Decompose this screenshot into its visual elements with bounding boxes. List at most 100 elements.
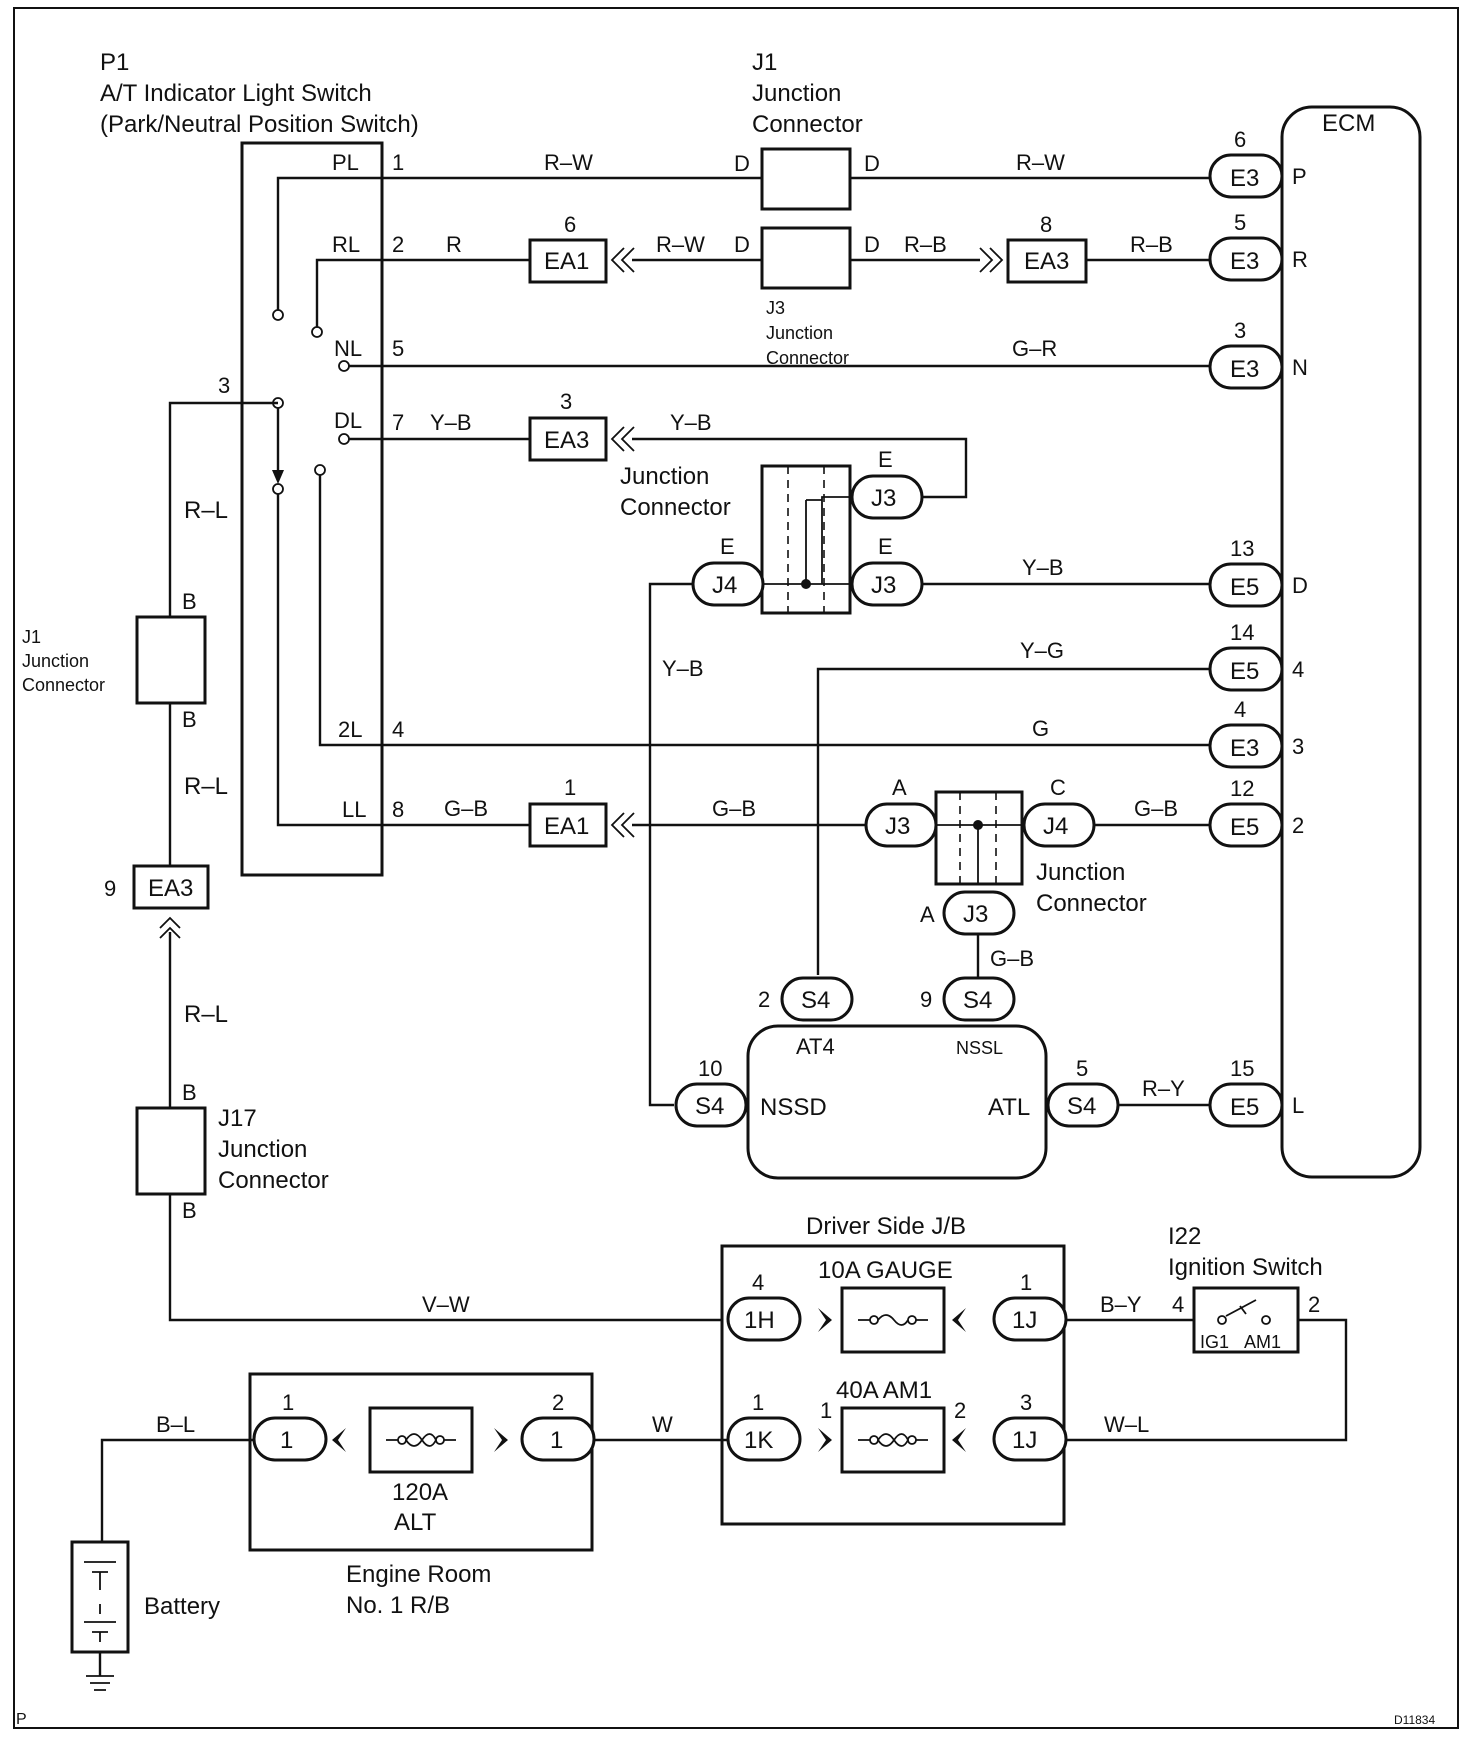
p1-pin-1: 1 [392, 150, 404, 175]
svg-text:1K: 1K [744, 1427, 773, 1454]
svg-text:G: G [1032, 716, 1049, 741]
svg-text:R–W: R–W [544, 150, 593, 175]
svg-text:2: 2 [758, 987, 770, 1012]
svg-text:W–L: W–L [1104, 1412, 1149, 1437]
svg-text:E3: E3 [1230, 735, 1259, 762]
p1-code: P1 [100, 49, 129, 76]
p1-pin-5: 5 [392, 336, 404, 361]
svg-text:EA3: EA3 [1024, 248, 1069, 275]
svg-text:Junction: Junction [620, 463, 709, 490]
svg-text:Junction: Junction [218, 1136, 307, 1163]
svg-text:Ignition Switch: Ignition Switch [1168, 1254, 1323, 1281]
p1-name: A/T Indicator Light Switch [100, 80, 372, 107]
p1-pin-ll: LL [342, 797, 366, 822]
svg-text:4: 4 [752, 1270, 764, 1295]
svg-text:N: N [1292, 355, 1308, 380]
svg-text:J3: J3 [871, 572, 896, 599]
svg-text:J3: J3 [766, 298, 785, 318]
ecm: ECM [1280, 105, 1422, 1179]
p1-pin-3: 3 [218, 373, 230, 398]
mid-junction-connector: Junction Connector J3 E J3 E J4 E [620, 447, 924, 615]
svg-text:NSSL: NSSL [956, 1038, 1003, 1058]
svg-text:J3: J3 [871, 485, 896, 512]
svg-text:E3: E3 [1230, 248, 1259, 275]
svg-text:L: L [1292, 1093, 1304, 1118]
svg-text:15: 15 [1230, 1056, 1254, 1081]
svg-text:V–W: V–W [422, 1292, 470, 1317]
svg-text:G–B: G–B [1134, 796, 1178, 821]
svg-text:D: D [864, 151, 880, 176]
svg-text:3: 3 [1020, 1390, 1032, 1415]
svg-text:R–L: R–L [184, 1001, 228, 1028]
svg-text:2: 2 [1292, 813, 1304, 838]
j1-top-junction: J1 Junction Connector D D D D J3 Junctio… [734, 49, 880, 368]
svg-text:Connector: Connector [218, 1167, 329, 1194]
svg-text:J3: J3 [963, 901, 988, 928]
svg-text:12: 12 [1230, 776, 1254, 801]
svg-text:S4: S4 [695, 1093, 724, 1120]
svg-text:Connector: Connector [752, 111, 863, 138]
svg-text:EA3: EA3 [544, 427, 589, 454]
right-junction-connector: Junction Connector J3 A J4 C J3 A G–B G–… [864, 775, 1210, 978]
svg-text:ALT: ALT [394, 1509, 437, 1536]
svg-text:S4: S4 [801, 987, 830, 1014]
p1-pin-2l: 2L [338, 717, 362, 742]
p1-switch: P1 A/T Indicator Light Switch (Park/Neut… [100, 49, 419, 877]
svg-text:Connector: Connector [22, 675, 105, 695]
svg-text:R–B: R–B [904, 232, 947, 257]
svg-text:D: D [734, 232, 750, 257]
svg-text:G–R: G–R [1012, 336, 1057, 361]
svg-text:G–B: G–B [990, 946, 1034, 971]
svg-text:EA1: EA1 [544, 813, 589, 840]
left-feed: R–L B B J1 Junction Connector R–L EA3 9 … [22, 401, 727, 1322]
svg-text:I22: I22 [1168, 1223, 1201, 1250]
svg-text:R–Y: R–Y [1142, 1076, 1185, 1101]
svg-text:1J: 1J [1012, 1307, 1037, 1334]
s4-switch: AT4 NSSL NSSD ATL S4 2 S4 9 S4 10 S4 5 R… [674, 976, 1210, 1180]
svg-text:J17: J17 [218, 1105, 257, 1132]
svg-text:R–W: R–W [1016, 150, 1065, 175]
svg-text:R: R [446, 232, 462, 257]
svg-text:E5: E5 [1230, 574, 1259, 601]
corner-left: P [16, 1711, 27, 1728]
svg-text:9: 9 [920, 987, 932, 1012]
svg-text:13: 13 [1230, 536, 1254, 561]
svg-text:AM1: AM1 [1244, 1332, 1281, 1352]
svg-text:120A: 120A [392, 1479, 448, 1506]
svg-text:R–L: R–L [184, 773, 228, 800]
corner-right: D11834 [1394, 1713, 1435, 1727]
svg-text:40A AM1: 40A AM1 [836, 1377, 932, 1404]
svg-text:Connector: Connector [620, 494, 731, 521]
svg-text:NSSD: NSSD [760, 1094, 827, 1121]
svg-text:Y–B: Y–B [670, 410, 712, 435]
svg-text:J1: J1 [22, 627, 41, 647]
svg-text:Junction: Junction [22, 651, 89, 671]
svg-text:4: 4 [1292, 657, 1304, 682]
svg-text:Y–B: Y–B [1022, 555, 1064, 580]
svg-text:Connector: Connector [766, 348, 849, 368]
mid-wires: Y–B Y–B Y–G G EA1 1 G–B G–B [382, 555, 1210, 1107]
p1-pin-2: 2 [392, 232, 404, 257]
svg-text:3: 3 [1292, 734, 1304, 759]
svg-text:1: 1 [564, 775, 576, 800]
svg-text:B: B [182, 589, 197, 614]
svg-text:9: 9 [104, 876, 116, 901]
svg-text:1: 1 [820, 1398, 832, 1423]
svg-text:B–L: B–L [156, 1412, 195, 1437]
p1-pin-8: 8 [392, 797, 404, 822]
svg-text:1: 1 [1020, 1270, 1032, 1295]
svg-text:E: E [878, 447, 893, 472]
svg-text:AT4: AT4 [796, 1034, 835, 1059]
svg-text:S4: S4 [1067, 1093, 1096, 1120]
svg-text:R–B: R–B [1130, 232, 1173, 257]
svg-text:No. 1 R/B: No. 1 R/B [346, 1592, 450, 1619]
svg-text:1: 1 [282, 1390, 294, 1415]
svg-text:8: 8 [1040, 212, 1052, 237]
svg-text:Engine Room: Engine Room [346, 1561, 491, 1588]
svg-text:D: D [1292, 573, 1308, 598]
svg-text:J3: J3 [885, 813, 910, 840]
svg-text:3: 3 [560, 389, 572, 414]
svg-text:5: 5 [1234, 210, 1246, 235]
svg-text:J1: J1 [752, 49, 777, 76]
svg-text:6: 6 [1234, 127, 1246, 152]
